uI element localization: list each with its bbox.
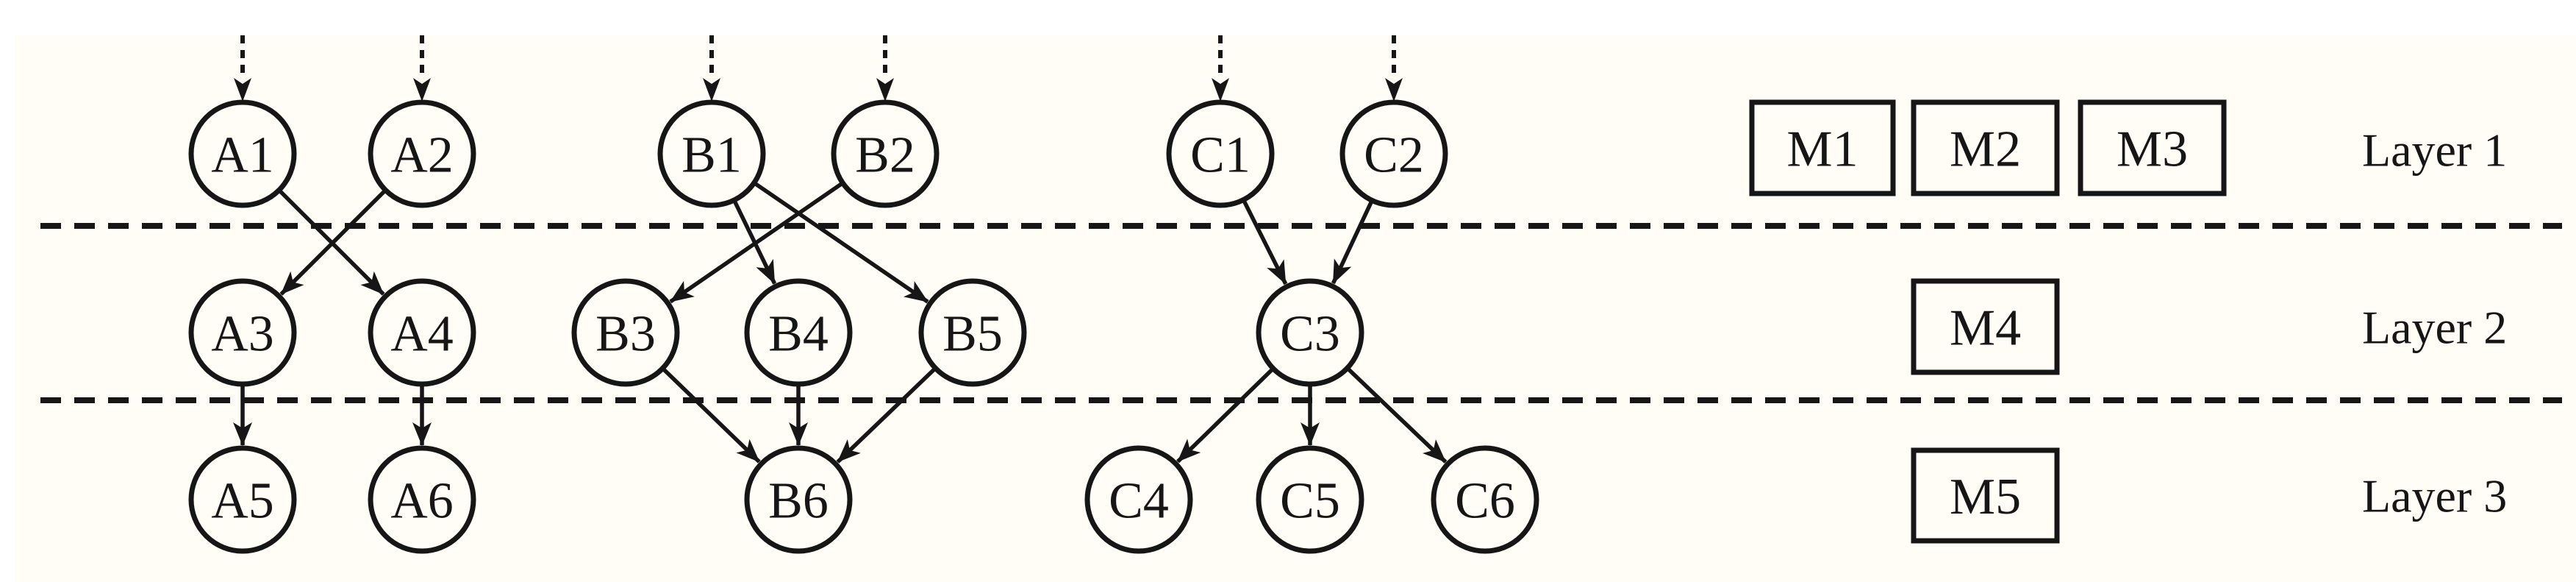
node-label-B5: B5 — [942, 306, 1003, 363]
edge-B2-B3 — [669, 182, 842, 304]
node-label-C6: C6 — [1455, 473, 1515, 530]
module-box-M2 — [1911, 99, 2060, 196]
node-A2: A2 — [368, 99, 476, 208]
node-A3: A3 — [188, 278, 297, 387]
edge-C2-C3 — [1331, 201, 1373, 285]
module-box-M1 — [1749, 99, 1896, 196]
module-box-M3 — [2078, 99, 2227, 196]
node-C2: C2 — [1339, 99, 1448, 208]
node-circle-B4 — [744, 278, 853, 387]
node-circle-B1 — [657, 99, 766, 208]
module-label-M5: M5 — [1950, 469, 2021, 525]
node-circle-B5 — [918, 278, 1027, 387]
node-label-C1: C1 — [1190, 127, 1251, 184]
module-label-M2: M2 — [1950, 121, 2021, 178]
module-M2: M2 — [1911, 99, 2060, 196]
node-A6: A6 — [368, 445, 476, 554]
module-label-M4: M4 — [1950, 300, 2021, 357]
node-B1: B1 — [657, 99, 766, 208]
node-label-A4: A4 — [390, 306, 454, 363]
module-box-M4 — [1911, 278, 2060, 375]
edge-C1-C3 — [1242, 201, 1288, 285]
module-M1: M1 — [1749, 99, 1896, 196]
node-B6: B6 — [744, 445, 853, 554]
node-circle-B2 — [831, 99, 940, 208]
input-arrow-head-icon-C2 — [1385, 78, 1403, 102]
node-circle-A3 — [188, 278, 297, 387]
node-circle-A4 — [368, 278, 476, 387]
node-label-C5: C5 — [1280, 473, 1340, 530]
node-circle-A1 — [188, 99, 297, 208]
module-box-M5 — [1911, 447, 2060, 544]
node-label-C2: C2 — [1364, 127, 1424, 184]
edge-A2-A3 — [279, 190, 386, 296]
node-B2: B2 — [831, 99, 940, 208]
node-C1: C1 — [1166, 99, 1275, 208]
module-label-M3: M3 — [2117, 121, 2188, 178]
node-label-A5: A5 — [211, 473, 274, 530]
node-label-A2: A2 — [390, 127, 454, 184]
input-arrow-head-icon-A1 — [234, 78, 251, 102]
node-circle-A6 — [368, 445, 476, 554]
node-B4: B4 — [744, 278, 853, 387]
node-label-C3: C3 — [1280, 306, 1340, 363]
node-B5: B5 — [918, 278, 1027, 387]
node-label-A3: A3 — [211, 306, 274, 363]
input-arrow-head-icon-A2 — [413, 78, 431, 102]
node-label-B6: B6 — [768, 473, 829, 530]
node-circle-B6 — [744, 445, 853, 554]
module-M5: M5 — [1911, 447, 2060, 544]
node-circle-C4 — [1084, 445, 1193, 554]
node-circle-C3 — [1256, 278, 1364, 387]
node-label-A1: A1 — [211, 127, 274, 184]
node-label-A6: A6 — [390, 473, 454, 530]
node-label-B4: B4 — [768, 306, 829, 363]
node-C3: C3 — [1256, 278, 1364, 387]
node-C4: C4 — [1084, 445, 1193, 554]
layer-caption-3: Layer 3 — [2362, 469, 2507, 522]
node-C6: C6 — [1431, 445, 1539, 554]
node-label-C4: C4 — [1109, 473, 1169, 530]
input-arrow-head-icon-B2 — [876, 78, 894, 102]
module-M3: M3 — [2078, 99, 2227, 196]
node-C5: C5 — [1256, 445, 1364, 554]
input-arrow-head-icon-C1 — [1212, 78, 1229, 102]
edge-B1-B5 — [754, 182, 929, 304]
module-M4: M4 — [1911, 278, 2060, 375]
node-label-B3: B3 — [595, 306, 656, 363]
node-A1: A1 — [188, 99, 297, 208]
edge-C3-C6 — [1347, 368, 1448, 464]
edge-B5-B6 — [836, 368, 936, 464]
node-A4: A4 — [368, 278, 476, 387]
node-circle-B3 — [571, 278, 680, 387]
edge-C3-C4 — [1176, 368, 1273, 464]
node-A5: A5 — [188, 445, 297, 554]
node-B3: B3 — [571, 278, 680, 387]
node-circle-A2 — [368, 99, 476, 208]
input-arrow-head-icon-B1 — [703, 78, 720, 102]
edge-B3-B6 — [662, 368, 761, 464]
node-circle-C5 — [1256, 445, 1364, 554]
node-circle-C2 — [1339, 99, 1448, 208]
layer-caption-1: Layer 1 — [2362, 124, 2507, 176]
node-label-B1: B1 — [681, 127, 742, 184]
node-circle-C6 — [1431, 445, 1539, 554]
layer-caption-2: Layer 2 — [2362, 301, 2507, 353]
node-label-B2: B2 — [855, 127, 915, 184]
node-circle-C1 — [1166, 99, 1275, 208]
module-label-M1: M1 — [1786, 121, 1858, 178]
node-circle-A5 — [188, 445, 297, 554]
